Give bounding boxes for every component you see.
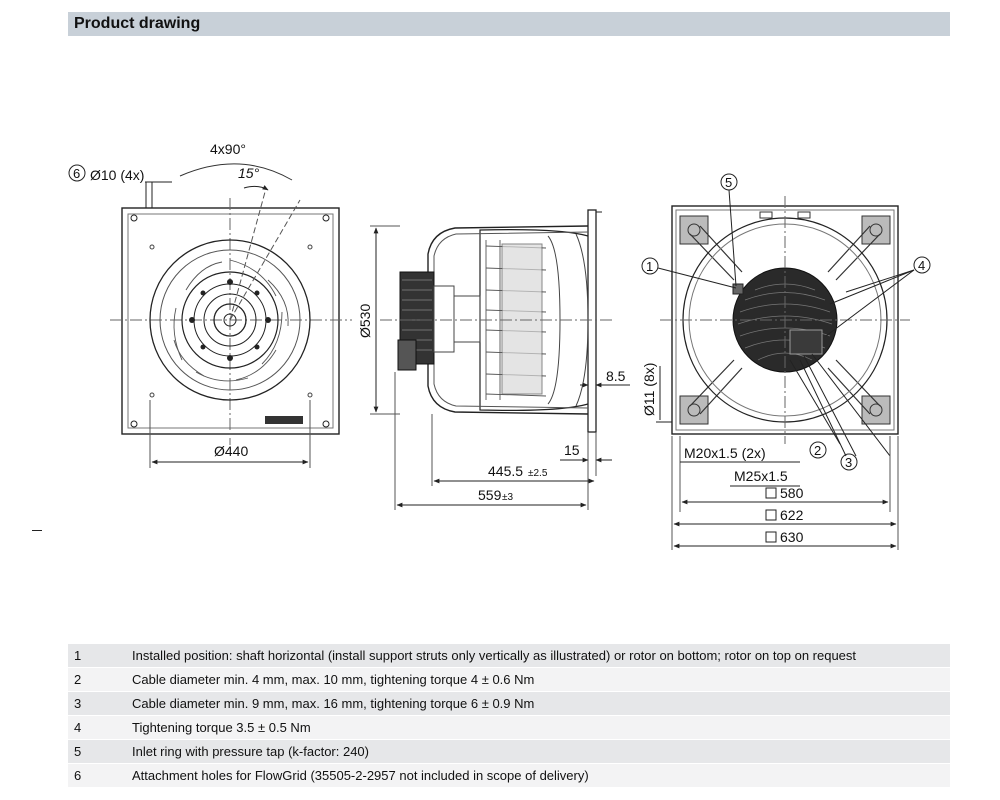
diameter-530-label: Ø530 (357, 304, 373, 338)
length-559-label: 559 (478, 487, 502, 503)
margin-mark (32, 530, 42, 531)
table-row: 4 Tightening torque 3.5 ± 0.5 Nm (68, 715, 950, 740)
dim-622-label: 622 (780, 507, 804, 523)
callout-6: 6 (68, 164, 86, 182)
table-row: 6 Attachment holes for FlowGrid (35505-2… (68, 763, 950, 788)
callout-4: 4 (913, 256, 931, 274)
front-view (110, 163, 352, 468)
svg-text:1: 1 (646, 259, 653, 274)
note-number: 5 (68, 739, 126, 764)
depth-4455-label: 445.5 (488, 463, 523, 479)
flange-85-label: 8.5 (606, 368, 626, 384)
angle-label: 4x90° (210, 141, 246, 157)
table-row: 5 Inlet ring with pressure tap (k-factor… (68, 739, 950, 764)
callout-2: 2 (809, 441, 827, 459)
note-text: Inlet ring with pressure tap (k-factor: … (126, 739, 950, 764)
depth-tolerance: ±2.5 (528, 468, 548, 479)
note-number: 1 (68, 644, 126, 668)
note-text: Attachment holes for FlowGrid (35505-2-2… (126, 763, 950, 788)
diameter-440-label: Ø440 (214, 443, 248, 459)
callout-3: 3 (840, 453, 858, 471)
note-text: Cable diameter min. 4 mm, max. 10 mm, ti… (126, 667, 950, 692)
callout-1: 1 (641, 257, 659, 275)
length-tolerance: ±3 (502, 492, 513, 503)
offset-15-label: 15 (564, 442, 580, 458)
hole-label-front: Ø10 (4x) (90, 167, 144, 183)
callout-5: 5 (720, 173, 738, 191)
table-row: 2 Cable diameter min. 4 mm, max. 10 mm, … (68, 667, 950, 692)
m25-label: M25x1.5 (734, 468, 788, 484)
svg-text:5: 5 (725, 175, 732, 190)
dim-580-label: 580 (780, 485, 804, 501)
note-text: Tightening torque 3.5 ± 0.5 Nm (126, 715, 950, 740)
hole-label-back: Ø11 (8x) (641, 363, 657, 416)
svg-text:3: 3 (845, 455, 852, 470)
notes-table: 1 Installed position: shaft horizontal (… (68, 644, 950, 788)
back-view (656, 189, 915, 550)
side-view (370, 209, 630, 510)
note-number: 6 (68, 763, 126, 788)
note-text: Installed position: shaft horizontal (in… (126, 644, 950, 668)
m20-label: M20x1.5 (2x) (684, 445, 766, 461)
section-header: Product drawing (68, 12, 950, 36)
svg-text:4: 4 (918, 258, 925, 273)
svg-text:2: 2 (814, 443, 821, 458)
dim-630-label: 630 (780, 529, 804, 545)
angle2-label: 15° (238, 165, 260, 181)
note-text: Cable diameter min. 9 mm, max. 16 mm, ti… (126, 691, 950, 716)
svg-text:6: 6 (73, 166, 80, 181)
note-number: 2 (68, 667, 126, 692)
product-drawing: 4x90° 15° Ø10 (4x) Ø440 6 (68, 141, 931, 550)
section-title: Product drawing (74, 15, 201, 32)
table-row: 3 Cable diameter min. 9 mm, max. 16 mm, … (68, 691, 950, 716)
table-row: 1 Installed position: shaft horizontal (… (68, 644, 950, 668)
note-number: 3 (68, 691, 126, 716)
note-number: 4 (68, 715, 126, 740)
